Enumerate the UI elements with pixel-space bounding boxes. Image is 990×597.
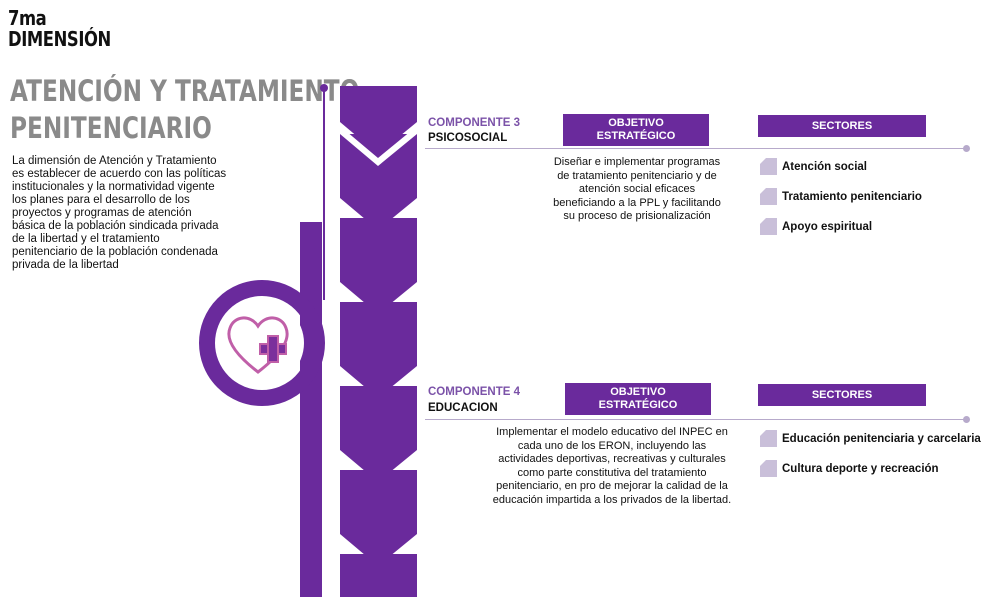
bullet-square-icon (760, 188, 777, 205)
bullet-square-icon (760, 460, 777, 477)
bullet-square-icon (760, 430, 777, 447)
objective-text-3: Diseñar e implementar programas de trata… (553, 156, 721, 222)
sectors-header-3: SECTORES (758, 115, 926, 137)
component-3-divider (425, 148, 965, 149)
objective-header-3: OBJETIVO ESTRATÉGICO (563, 114, 709, 146)
dimension-label: 7ma DIMENSIÓN (8, 8, 111, 50)
bullet-square-icon (760, 218, 777, 235)
timeline-top-dot (320, 84, 328, 92)
chevron-down-icon (340, 134, 417, 230)
sector-item: Atención social (760, 158, 867, 175)
component-4-label: COMPONENTE 4 (428, 386, 521, 398)
bullet-square-icon (760, 158, 777, 175)
timeline-spine (300, 222, 322, 597)
component-3-name: PSICOSOCIAL (428, 132, 508, 144)
page-title: ATENCIÓN Y TRATAMIENTO PENITENCIARIO (10, 73, 359, 147)
component-4-name: EDUCACION (428, 402, 498, 414)
chevron-down-icon (340, 470, 417, 566)
intro-text: La dimensión de Atención y Tratamiento e… (12, 155, 227, 271)
component-4-line-dot (963, 416, 970, 423)
chevron-down-icon (340, 302, 417, 398)
chevron-down-icon (340, 386, 417, 482)
chevron-column (340, 86, 417, 597)
heart-with-plus-icon (227, 316, 289, 374)
heart-ring (199, 280, 325, 406)
dimension-number: 7ma (8, 6, 47, 30)
sector-item: Apoyo espiritual (760, 218, 872, 235)
objective-header-4: OBJETIVO ESTRATÉGICO (565, 383, 711, 415)
sector-item: Tratamiento penitenciario (760, 188, 922, 205)
component-3-label: COMPONENTE 3 (428, 117, 521, 129)
title-line-1: ATENCIÓN Y TRATAMIENTO (10, 74, 360, 108)
chevron-down-icon (340, 218, 417, 314)
dimension-word: DIMENSIÓN (8, 27, 111, 51)
title-line-2: PENITENCIARIO (10, 111, 212, 145)
sector-item: Educación penitenciaria y carcelaria (760, 430, 981, 447)
chevron-down-icon (340, 554, 417, 597)
component-3-line-dot (963, 145, 970, 152)
sectors-header-4: SECTORES (758, 384, 926, 406)
component-4-divider (425, 419, 965, 420)
objective-text-4: Implementar el modelo educativo del INPE… (492, 426, 732, 506)
sector-item: Cultura deporte y recreación (760, 460, 939, 477)
